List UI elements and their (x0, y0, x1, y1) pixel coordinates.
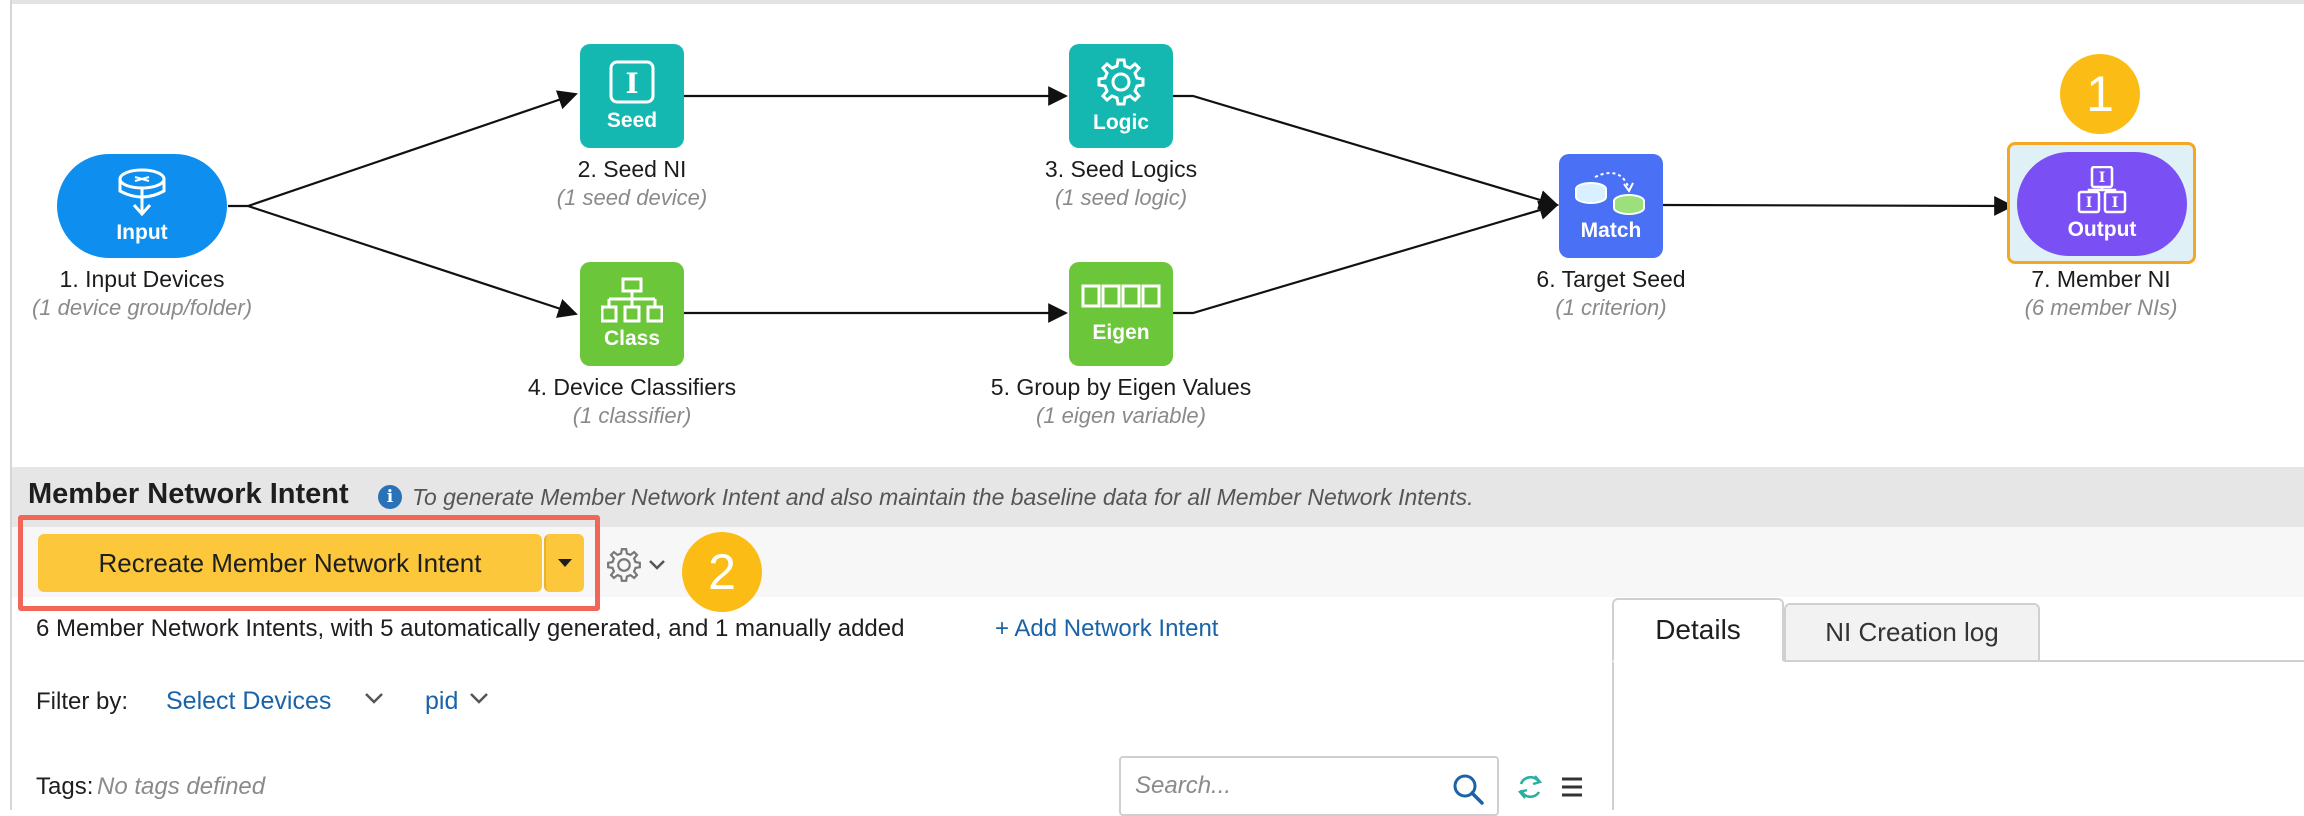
caption-output-subtitle: (6 member NIs) (2024, 295, 2178, 320)
svg-text:I: I (2099, 170, 2106, 186)
node-class-label: Class (603, 327, 661, 350)
tab-details[interactable]: Details (1612, 598, 1784, 662)
caption-match: 6. Target Seed (1 criterion) (1491, 266, 1731, 321)
search-icon[interactable] (1451, 772, 1485, 806)
list-menu-icon[interactable] (1560, 776, 1584, 798)
caption-eigen: 5. Group by Eigen Values (1 eigen variab… (971, 374, 1271, 429)
caption-logic: 3. Seed Logics (1 seed logic) (1001, 156, 1241, 211)
search-input[interactable] (1135, 772, 1435, 800)
caption-logic-title: 3. Seed Logics (1044, 156, 1198, 182)
eigen-icon (1081, 284, 1161, 308)
tags-value: No tags defined (97, 773, 266, 800)
gear-icon (1097, 58, 1145, 106)
tags-label: Tags: (36, 773, 94, 800)
settings-menu[interactable] (606, 547, 668, 583)
caption-match-title: 6. Target Seed (1536, 266, 1686, 292)
caption-class-subtitle: (1 classifier) (572, 403, 692, 428)
caption-output: 7. Member NI (6 member NIs) (1981, 266, 2221, 321)
caption-class-title: 4. Device Classifiers (527, 374, 737, 400)
gear-icon (607, 548, 641, 582)
caption-seed-title: 2. Seed NI (577, 156, 687, 182)
refresh-icon[interactable] (1515, 772, 1545, 802)
caption-eigen-title: 5. Group by Eigen Values (990, 374, 1252, 400)
node-eigen[interactable]: Eigen (1069, 262, 1173, 366)
caption-eigen-subtitle: (1 eigen variable) (1036, 403, 1206, 428)
caption-seed-subtitle: (1 seed device) (556, 185, 708, 210)
callout-badge-2: 2 (682, 532, 762, 612)
caret-down-icon (558, 559, 572, 567)
filter-select-devices[interactable]: Select Devices (166, 687, 332, 715)
node-match[interactable]: Match (1559, 154, 1663, 258)
flow-connectors (228, 86, 2014, 323)
frame-top-border (10, 0, 2304, 4)
recreate-member-ni-button[interactable]: Recreate Member Network Intent (38, 534, 542, 592)
search-box[interactable] (1119, 756, 1499, 816)
member-ni-count-text: 6 Member Network Intents, with 5 automat… (36, 615, 905, 642)
svg-text:I: I (2112, 195, 2119, 211)
caption-input-title: 1. Input Devices (59, 266, 225, 292)
caption-seed: 2. Seed NI (1 seed device) (512, 156, 752, 211)
seed-icon: I (609, 60, 655, 104)
chevron-down-icon[interactable] (363, 691, 385, 705)
caption-logic-subtitle: (1 seed logic) (1054, 185, 1188, 210)
node-output-label: Output (2067, 218, 2137, 241)
section-description: To generate Member Network Intent and al… (412, 484, 1474, 510)
filter-pid[interactable]: pid (425, 687, 459, 715)
frame-left-border (10, 0, 12, 810)
node-seed-label: Seed (606, 109, 658, 132)
caption-class: 4. Device Classifiers (1 classifier) (492, 374, 772, 429)
node-seed[interactable]: I Seed (580, 44, 684, 148)
recreate-dropdown-toggle[interactable] (544, 534, 584, 592)
chevron-down-icon[interactable] (468, 691, 490, 705)
node-input-label: Input (116, 221, 168, 244)
info-icon[interactable]: i (378, 485, 402, 509)
svg-text:I: I (625, 67, 638, 100)
callout-badge-1: 1 (2060, 54, 2140, 134)
node-logic[interactable]: Logic (1069, 44, 1173, 148)
svg-text:I: I (2086, 195, 2093, 211)
router-icon (118, 168, 166, 217)
hierarchy-icon (601, 277, 663, 323)
node-input[interactable]: Input (57, 154, 227, 258)
caption-input: 1. Input Devices (1 device group/folder) (22, 266, 262, 321)
section-title: Member Network Intent (28, 478, 349, 510)
add-network-intent-link[interactable]: + Add Network Intent (995, 615, 1219, 642)
flow-diagram: Input 1. Input Devices (1 device group/f… (22, 44, 2221, 429)
chevron-down-icon (649, 560, 665, 570)
node-class[interactable]: Class (580, 262, 684, 366)
node-logic-label: Logic (1093, 111, 1149, 134)
caption-match-subtitle: (1 criterion) (1555, 295, 1667, 320)
database-match-icon (1575, 172, 1645, 215)
caption-output-title: 7. Member NI (2031, 266, 2171, 292)
tab-ni-creation-log[interactable]: NI Creation log (1784, 603, 2040, 660)
filter-label: Filter by: (36, 688, 129, 715)
caption-input-subtitle: (1 device group/folder) (31, 295, 253, 320)
details-panel (1612, 660, 2304, 810)
node-match-label: Match (1580, 219, 1642, 242)
node-eigen-label: Eigen (1092, 321, 1150, 344)
highlight-frame (18, 515, 600, 611)
